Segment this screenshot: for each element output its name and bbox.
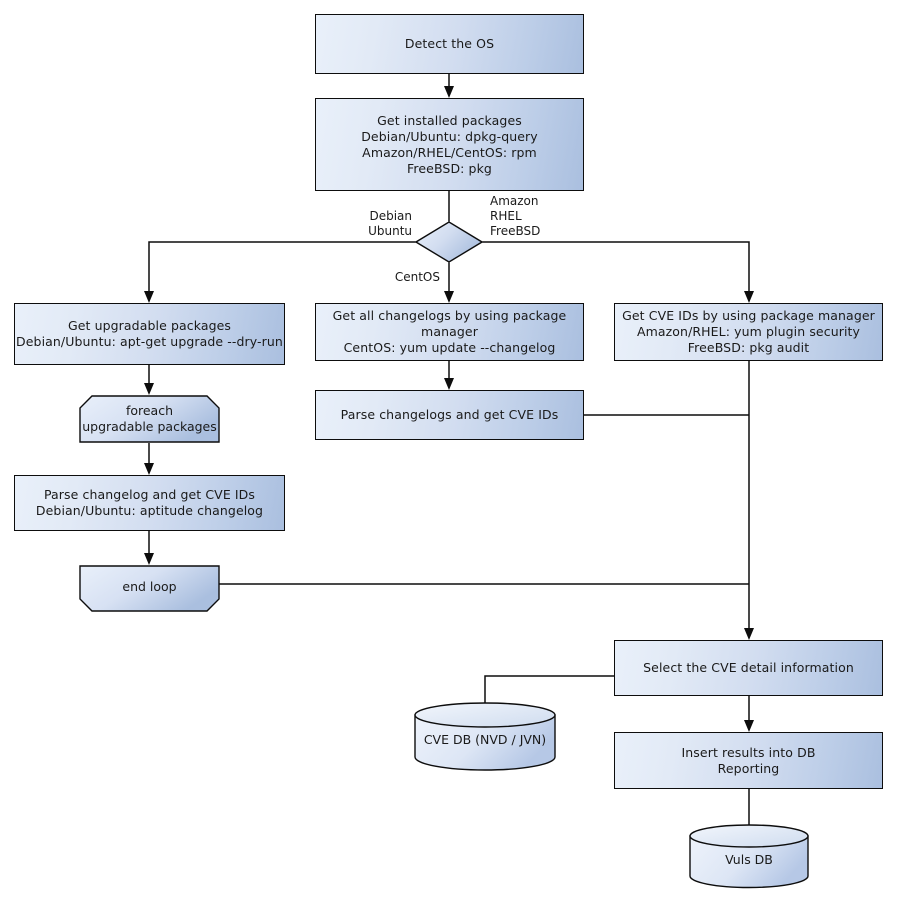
diamond-shape bbox=[416, 222, 482, 262]
node-parse-changelog-debian-label: Parse changelog and get CVE IDs Debian/U… bbox=[35, 487, 264, 518]
arrowhead-foreach-to-parse bbox=[144, 463, 154, 475]
node-select-cve-detail[interactable]: Select the CVE detail information bbox=[614, 640, 883, 696]
node-parse-changelogs-centos[interactable]: Parse changelogs and get CVE IDs bbox=[315, 390, 584, 440]
arrowhead-upgradable-to-foreach bbox=[144, 383, 154, 395]
edge-label-debian-ubuntu: Debian Ubuntu bbox=[368, 209, 412, 238]
node-cve-db[interactable]: CVE DB (NVD / JVN) bbox=[414, 702, 556, 771]
node-foreach-loop-start[interactable]: foreach upgradable packages bbox=[79, 395, 220, 443]
arrowhead-decision-to-cveids bbox=[744, 291, 754, 303]
node-os-decision[interactable] bbox=[416, 222, 482, 262]
arrowhead-changelogs-to-parsechangelogs bbox=[444, 378, 454, 390]
database-cylinder-shape bbox=[689, 824, 809, 889]
node-vuls-db[interactable]: Vuls DB bbox=[689, 824, 809, 889]
arrowhead-parse-to-endloop bbox=[144, 553, 154, 565]
node-get-all-changelogs-label: Get all changelogs by using package mana… bbox=[332, 308, 567, 355]
loop-start-shape bbox=[79, 395, 220, 443]
arrowhead-decision-to-upgradable bbox=[144, 291, 154, 303]
arrowhead-trunk-to-select bbox=[744, 628, 754, 640]
node-get-upgradable-packages[interactable]: Get upgradable packages Debian/Ubuntu: a… bbox=[14, 303, 285, 365]
node-get-installed-packages[interactable]: Get installed packages Debian/Ubuntu: dp… bbox=[315, 98, 584, 191]
edge-decision-to-upgradable bbox=[148, 241, 416, 295]
node-end-loop[interactable]: end loop bbox=[79, 565, 220, 612]
node-insert-results-label: Insert results into DB Reporting bbox=[681, 744, 816, 776]
node-parse-changelogs-centos-label: Parse changelogs and get CVE IDs bbox=[340, 407, 559, 422]
node-get-installed-packages-label: Get installed packages Debian/Ubuntu: dp… bbox=[361, 112, 538, 176]
loop-end-shape bbox=[79, 565, 220, 612]
node-detect-os-label: Detect the OS bbox=[404, 36, 495, 51]
node-get-cve-ids[interactable]: Get CVE IDs by using package manager Ama… bbox=[614, 303, 883, 361]
arrowhead-detect-to-getpkgs bbox=[444, 86, 454, 98]
node-parse-changelog-debian[interactable]: Parse changelog and get CVE IDs Debian/U… bbox=[14, 475, 285, 531]
node-detect-os[interactable]: Detect the OS bbox=[315, 14, 584, 74]
node-insert-results[interactable]: Insert results into DB Reporting bbox=[614, 732, 883, 789]
database-cylinder-shape bbox=[414, 702, 556, 771]
node-get-all-changelogs[interactable]: Get all changelogs by using package mana… bbox=[315, 303, 584, 361]
edge-label-centos: CentOS bbox=[394, 270, 440, 284]
edge-decision-to-cveids bbox=[482, 241, 750, 295]
node-select-cve-detail-label: Select the CVE detail information bbox=[643, 660, 854, 675]
edge-label-amazon-rhel-freebsd: Amazon RHEL FreeBSD bbox=[490, 194, 541, 238]
arrowhead-decision-to-changelogs bbox=[444, 291, 454, 303]
node-get-upgradable-packages-label: Get upgradable packages Debian/Ubuntu: a… bbox=[16, 318, 283, 349]
arrowhead-select-to-insert bbox=[744, 720, 754, 732]
node-get-cve-ids-label: Get CVE IDs by using package manager Ama… bbox=[622, 308, 875, 355]
